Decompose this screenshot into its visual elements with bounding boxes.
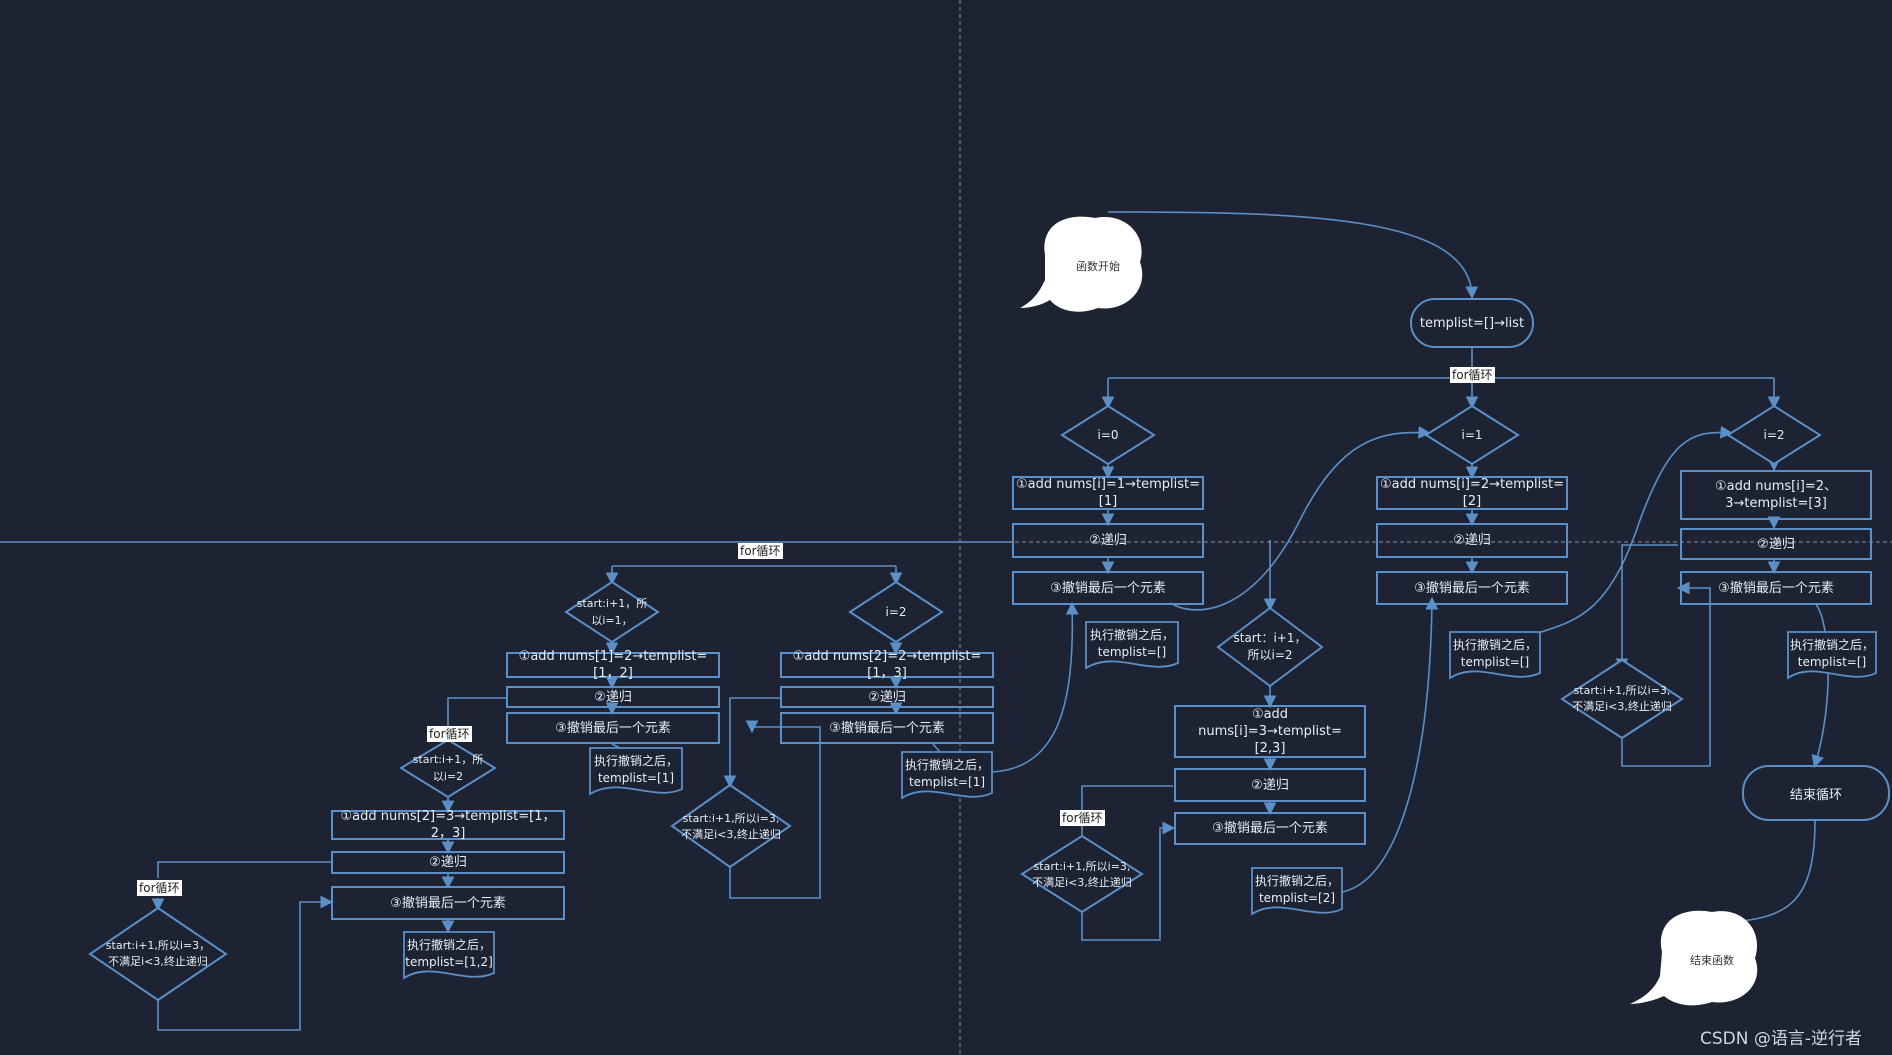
- inner-loop-label: for循环: [427, 726, 472, 742]
- left-b2-stop: start:i+1,所以i=3,不满足i<3,终止递归: [681, 812, 781, 841]
- top-cond-0: i=0: [1097, 427, 1119, 442]
- top-cond-2: i=2: [1763, 427, 1785, 442]
- end-bubble: 结束函数: [1690, 954, 1734, 967]
- top-loop-label: for循环: [1450, 367, 1495, 383]
- top-undo-0: ③撤销最后一个元素: [1012, 571, 1204, 605]
- mid-after: 执行撤销之后，templist=[2]: [1254, 874, 1339, 905]
- mid-stop: start:i+1,所以i=3,不满足i<3,终止递归: [1032, 860, 1132, 889]
- left-b2-after: 执行撤销之后，templist=[1]: [904, 758, 989, 789]
- mid-add: ①add nums[i]=3→templist=[2,3]: [1174, 705, 1366, 758]
- top-cond-1: i=1: [1461, 427, 1483, 442]
- inner-after: 执行撤销之后，templist=[1,2]: [405, 938, 493, 969]
- top-after-2: 执行撤销之后，templist=[]: [1789, 638, 1874, 669]
- top-after-0: 执行撤销之后，templist=[]: [1089, 628, 1174, 659]
- top-add-2: ①add nums[i]=2、3→templist=[3]: [1680, 470, 1872, 520]
- inner-undo: ③撤销最后一个元素: [331, 886, 565, 920]
- left-b1-undo: ③撤销最后一个元素: [506, 712, 720, 744]
- end-loop-node: 结束循环: [1742, 765, 1890, 821]
- mid-cond: start：i+1，所以i=2: [1233, 631, 1307, 662]
- mid-recurse: ②递归: [1174, 768, 1366, 802]
- top-undo-2: ③撤销最后一个元素: [1680, 571, 1872, 605]
- left-b2-cond: i=2: [885, 604, 907, 619]
- inner-cond: start:i+1，所以i=2: [412, 753, 484, 783]
- left-b1-cond: start:i+1，所以i=1，: [576, 597, 648, 627]
- left-b1-after: 执行撤销之后，templist=[1]: [593, 754, 678, 785]
- start-bubble: 函数开始: [1076, 260, 1120, 273]
- left-b2-recurse: ②递归: [780, 686, 994, 708]
- left-b2-undo: ③撤销最后一个元素: [780, 712, 994, 744]
- top-undo-1: ③撤销最后一个元素: [1376, 571, 1568, 605]
- top-after-1: 执行撤销之后，templist=[]: [1452, 638, 1537, 669]
- deep-loop-label: for循环: [137, 880, 182, 896]
- top-add-1: ①add nums[i]=2→templist=[2]: [1376, 476, 1568, 510]
- watermark: CSDN @语言-逆行者: [1700, 1029, 1863, 1049]
- top-add-0: ①add nums[i]=1→templist=[1]: [1012, 476, 1204, 510]
- inner-recurse: ②递归: [331, 851, 565, 874]
- left-b2-add: ①add nums[2]=2→templist=[1，3]: [780, 649, 994, 681]
- mid-loop-label: for循环: [1060, 810, 1105, 826]
- mid-undo: ③撤销最后一个元素: [1174, 812, 1366, 845]
- top-recurse-2: ②递归: [1680, 528, 1872, 560]
- top-recurse-1: ②递归: [1376, 523, 1568, 558]
- deep-stop: start:i+1,所以i=3，不满足i<3,终止递归: [105, 939, 211, 968]
- left-b1-add: ①add nums[1]=2→templist=[1，2]: [506, 649, 720, 681]
- left-b1-recurse: ②递归: [506, 686, 720, 708]
- top-recurse-0: ②递归: [1012, 523, 1204, 558]
- right-stop: start:i+1,所以i=3,不满足i<3,终止递归: [1572, 684, 1672, 713]
- inner-add: ①add nums[2]=3→templist=[1，2，3]: [331, 809, 565, 841]
- left-loop-label: for循环: [738, 543, 783, 559]
- init-node: templist=[]→list: [1410, 298, 1534, 348]
